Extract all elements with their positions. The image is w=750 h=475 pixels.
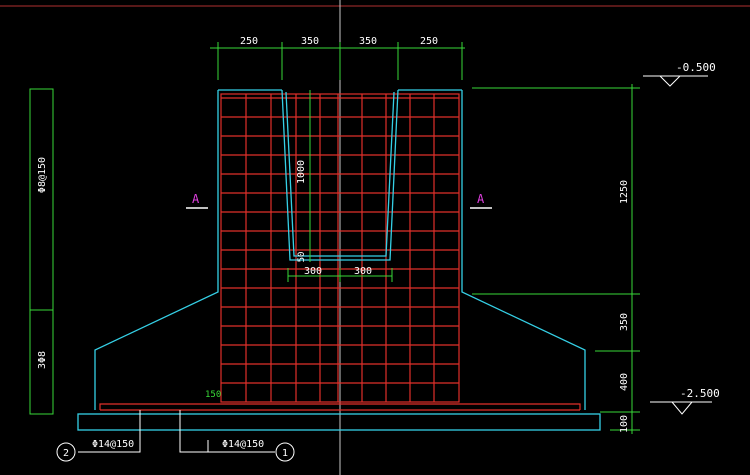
rebar-label-left: Φ14@150 [92,439,134,450]
stirrup-label: Φ8@150 [37,157,48,193]
right-dimensions [472,84,640,434]
dim-top-3: 350 [359,36,377,47]
callout-right: 1 [282,448,288,459]
dim-top-2: 350 [301,36,319,47]
rebar-grid [99,93,581,411]
dim-right-2: 350 [619,313,630,331]
socket-dimensions [287,90,393,282]
left-label-box [29,88,54,415]
bars-label: 3Φ8 [37,351,48,369]
cover-label: 150 [205,390,221,400]
rebar-label-right: Φ14@150 [222,439,264,450]
dim-right-4: 100 [619,415,630,433]
callout-left: 2 [63,448,69,459]
dim-socket-bottom-2: 300 [354,266,372,277]
dim-top-1: 250 [240,36,258,47]
dim-socket-bottom-1: 300 [304,266,322,277]
dim-top-4: 250 [420,36,438,47]
section-mark-left: A [192,192,200,206]
elevation-bottom-symbol [650,401,712,415]
elevation-top-label: -0.500 [676,61,716,74]
callout-circle-left [56,442,76,462]
dim-right-3: 400 [619,373,630,391]
top-dimensions [210,42,465,80]
dim-right-1: 1250 [619,180,630,204]
dim-socket-depth: 1000 [296,160,307,184]
elevation-top-symbol [643,75,708,87]
bottom-leaders [78,410,275,453]
dim-socket-gap: 50 [297,252,307,263]
concrete-outline [77,89,601,431]
section-mark-right: A [477,192,485,206]
elevation-bottom-label: -2.500 [680,387,720,400]
callout-circle-right [275,442,295,462]
